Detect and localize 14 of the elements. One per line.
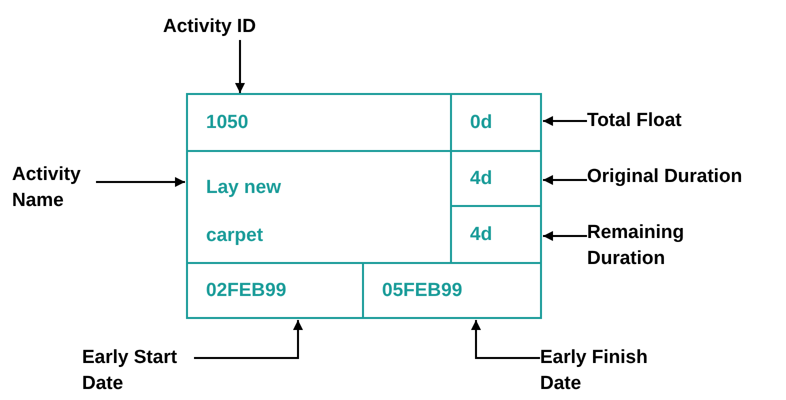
leader-arrow xyxy=(543,231,587,241)
leader-arrow xyxy=(543,175,587,185)
callout-label: Remaining Duration xyxy=(587,220,705,272)
leader-arrow xyxy=(471,320,540,359)
callout-label: Total Float xyxy=(587,108,682,134)
callout-label: Activity ID xyxy=(163,14,256,40)
leader-arrow xyxy=(543,116,587,126)
callout-label: Original Duration xyxy=(587,164,742,190)
callout-label: Early Finish Date xyxy=(540,345,664,397)
leader-arrow xyxy=(96,177,185,187)
leader-arrow xyxy=(235,40,245,93)
callout-label: Activity Name xyxy=(12,162,96,214)
leader-arrow xyxy=(194,320,303,359)
callout-label: Early Start Date xyxy=(82,345,194,397)
